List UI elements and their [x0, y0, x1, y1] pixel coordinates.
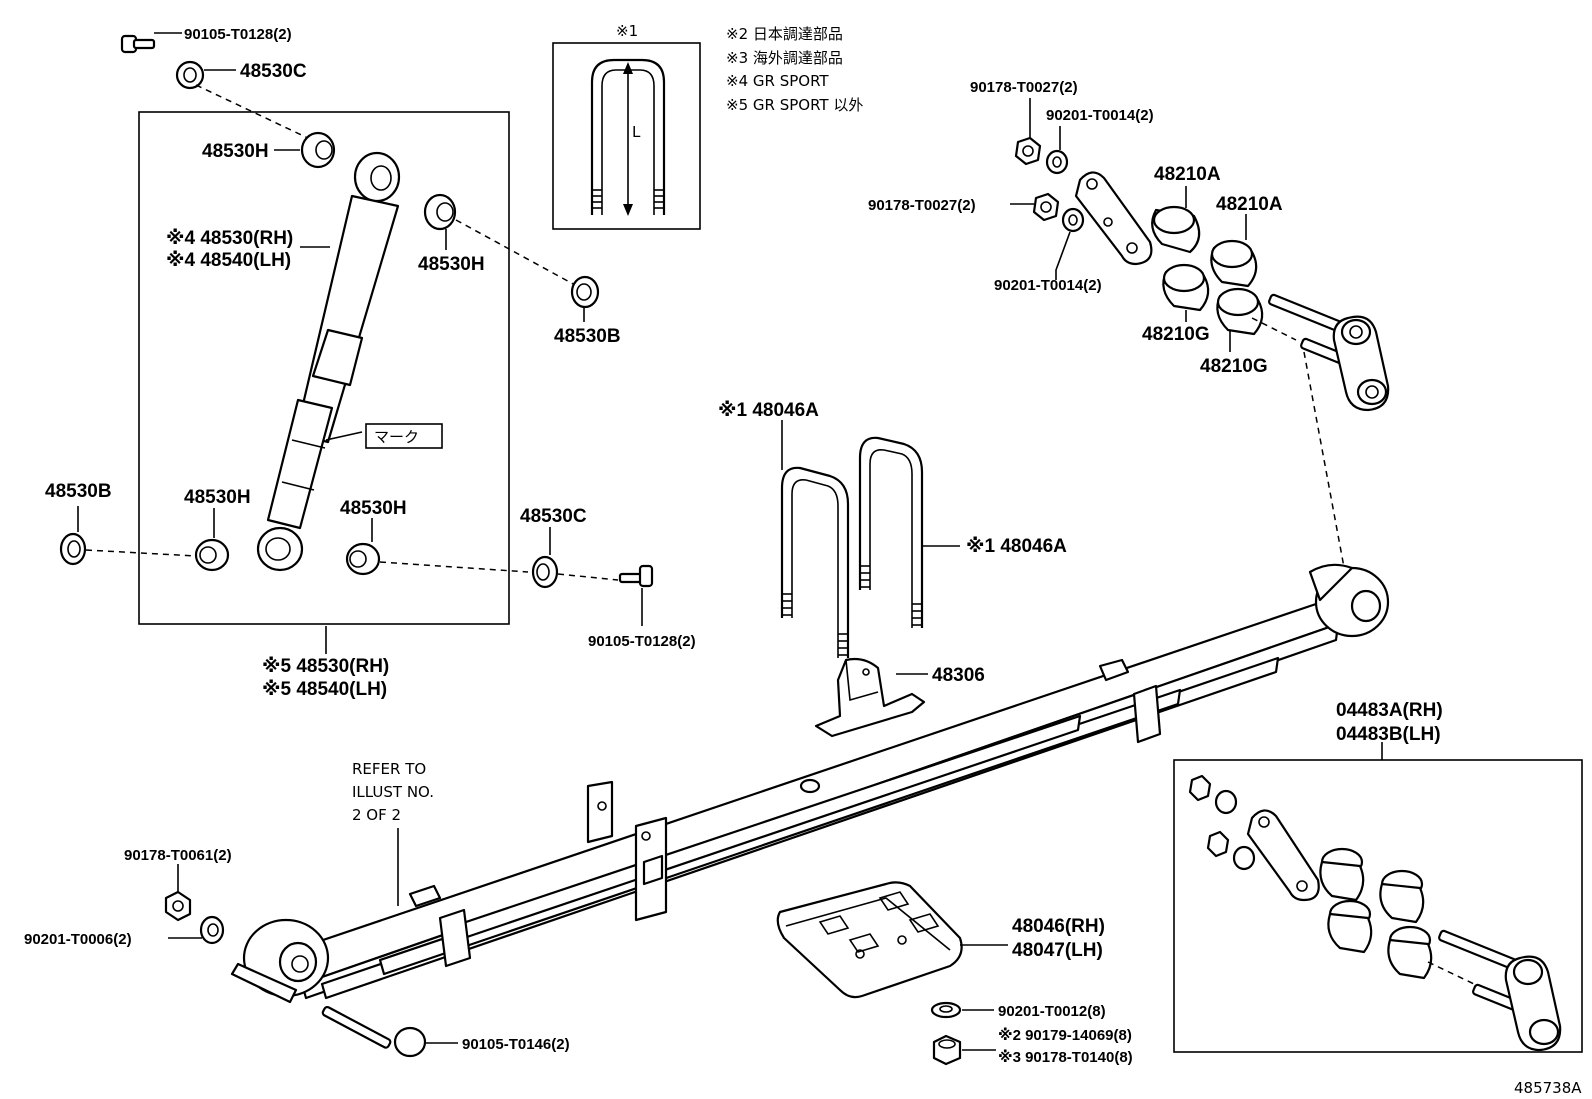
bolt-icon — [618, 564, 654, 588]
nut-icon — [1032, 192, 1060, 222]
bushing-icon — [1151, 205, 1201, 254]
bushing-icon — [1216, 287, 1264, 336]
label-bolt-top: 90105-T0128(2) — [184, 26, 292, 43]
spring-seat-icon — [776, 881, 963, 999]
note-2: ※2 日本調達部品 — [726, 25, 843, 43]
washer-icon — [199, 915, 225, 945]
label-bolt-low: 90105-T0128(2) — [588, 633, 696, 650]
u-bolt-inset-drawing — [590, 58, 666, 216]
label-bush-h-right: 48530H — [418, 254, 485, 275]
label-seat-rh: 48046(RH) — [1012, 916, 1105, 937]
nut-icon — [932, 1034, 962, 1066]
bump-stopper-icon — [814, 657, 926, 738]
u-bolt-inset-frame — [552, 42, 701, 230]
figure-id: 485738A — [1514, 1079, 1582, 1097]
refer-line-1: REFER TO — [352, 760, 426, 778]
label-nut-4: ※2 90179-14069(8) — [998, 1026, 1132, 1044]
washer-icon — [1061, 207, 1085, 233]
label-bolt-front: 90105-T0146(2) — [462, 1036, 570, 1053]
label-shock-rh: ※4 48530(RH) — [166, 228, 293, 249]
bushing-icon — [1210, 239, 1258, 288]
bolt-icon — [321, 1005, 427, 1058]
label-shock5-lh: ※5 48540(LH) — [262, 679, 387, 700]
label-ubolt-2: ※1 48046A — [966, 536, 1067, 557]
bushing-icon — [194, 538, 230, 572]
shock-absorber-icon — [256, 151, 401, 572]
label-shock-lh: ※4 48540(LH) — [166, 250, 291, 271]
shackle-kit-parts-icon — [1188, 774, 1562, 1052]
label-seat-lh: 48047(LH) — [1012, 940, 1103, 961]
label-bush-g1: 48210G — [1142, 324, 1210, 345]
label-wash-2: 90201-T0014(2) — [994, 277, 1102, 294]
label-bush-a1: 48210A — [1154, 164, 1221, 185]
label-bush-c-top: 48530C — [240, 61, 307, 82]
inset-dimension-l: L — [632, 123, 641, 141]
refer-line-3: 2 OF 2 — [352, 806, 401, 824]
label-wash-4: 90201-T0012(8) — [998, 1003, 1106, 1020]
bushing-icon — [345, 542, 381, 576]
washer-icon — [570, 275, 600, 309]
label-bush-h-low-left: 48530H — [184, 487, 251, 508]
shackle-kit-frame — [1173, 759, 1583, 1053]
label-ubolt-1: ※1 48046A — [718, 400, 819, 421]
label-wash-3: 90201-T0006(2) — [24, 931, 132, 948]
label-shackle-lh: 04483B(LH) — [1336, 724, 1441, 745]
bushing-icon — [1162, 263, 1210, 312]
bushing-icon — [423, 193, 457, 231]
label-nut-2: 90178-T0027(2) — [868, 197, 976, 214]
label-bumper: 48306 — [932, 665, 985, 686]
nut-icon — [164, 890, 192, 922]
label-wash-1: 90201-T0014(2) — [1046, 107, 1154, 124]
nut-icon — [1014, 136, 1042, 166]
mark-label: マーク — [374, 428, 419, 446]
label-nut-1: 90178-T0027(2) — [970, 79, 1078, 96]
label-bush-b-right: 48530B — [554, 326, 621, 347]
u-bolt-icon — [858, 436, 924, 628]
washer-icon — [930, 1001, 962, 1019]
leaf-spring-icon — [230, 563, 1390, 1004]
note-5: ※5 GR SPORT 以外 — [726, 96, 863, 114]
label-shock5-rh: ※5 48530(RH) — [262, 656, 389, 677]
washer-icon — [531, 555, 559, 589]
washer-icon — [175, 60, 205, 90]
label-shackle-rh: 04483A(RH) — [1336, 700, 1443, 721]
bushing-icon — [300, 131, 336, 169]
u-bolt-icon — [780, 466, 850, 658]
label-bush-c-low: 48530C — [520, 506, 587, 527]
note-1: ※1 — [616, 22, 638, 40]
label-bush-g2: 48210G — [1200, 356, 1268, 377]
label-nut-3: 90178-T0061(2) — [124, 847, 232, 864]
washer-icon — [1045, 149, 1069, 175]
shock-absorber-group-frame — [138, 111, 510, 625]
label-bush-h-low-right: 48530H — [340, 498, 407, 519]
washer-icon — [59, 532, 87, 566]
shackle-assembly-icon — [1268, 293, 1390, 412]
refer-line-2: ILLUST NO. — [352, 783, 434, 801]
note-4: ※4 GR SPORT — [726, 72, 829, 90]
note-3: ※3 海外調達部品 — [726, 49, 843, 67]
label-bush-b-left: 48530B — [45, 481, 112, 502]
label-bush-a2: 48210A — [1216, 194, 1283, 215]
bolt-icon — [120, 34, 156, 54]
label-bush-h-top: 48530H — [202, 141, 269, 162]
shackle-plate-icon — [1074, 171, 1153, 266]
label-nut-5: ※3 90178-T0140(8) — [998, 1048, 1133, 1066]
